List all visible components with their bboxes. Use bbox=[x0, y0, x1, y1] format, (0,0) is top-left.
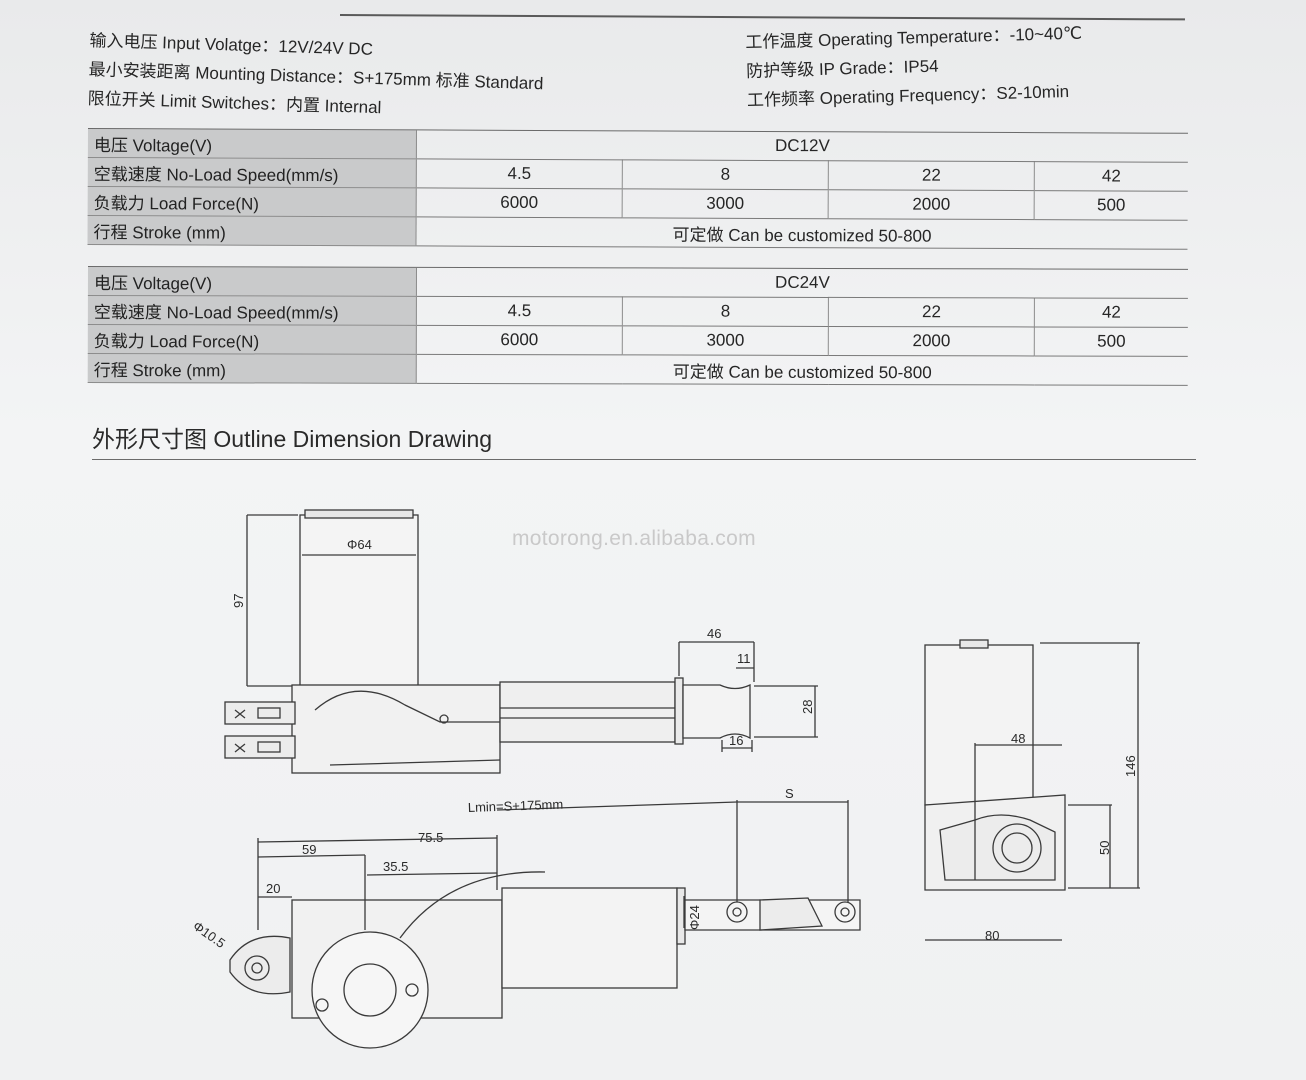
voltage-value: DC12V bbox=[416, 129, 1188, 163]
dim-35-5: 35.5 bbox=[383, 859, 408, 874]
outline-dimension-drawing: Φ64 97 46 11 28 16 Lmin=S+175mm S 59 75.… bbox=[190, 509, 1140, 1049]
voltage-value: DC24V bbox=[416, 267, 1188, 299]
table-cell: 2000 bbox=[828, 326, 1035, 356]
section-rule bbox=[92, 459, 1196, 460]
spec-value: IP54 bbox=[903, 56, 939, 77]
watermark: motorong.en.alibaba.com bbox=[512, 527, 756, 550]
row-label: 行程 Stroke (mm) bbox=[87, 353, 417, 384]
spec-label: 工作频率 Operating Frequency： bbox=[746, 84, 997, 110]
spec-value: -10~40℃ bbox=[1009, 23, 1083, 45]
stroke-value: 可定做 Can be customized 50-800 bbox=[416, 354, 1188, 386]
table-cell: 6000 bbox=[416, 325, 623, 355]
dim-20: 20 bbox=[266, 881, 280, 896]
table-cell: 500 bbox=[1034, 326, 1188, 357]
table-cell: 6000 bbox=[416, 187, 623, 218]
row-label: 电压 Voltage(V) bbox=[87, 128, 417, 159]
table-cell: 4.5 bbox=[416, 296, 623, 326]
actuator-bottom-view bbox=[229, 871, 861, 1049]
table-row: 电压 Voltage(V) DC24V bbox=[87, 266, 1188, 299]
dim-59: 59 bbox=[302, 842, 316, 857]
dim-stroke: S bbox=[785, 786, 794, 801]
spec-value: S+175mm 标准 Standard bbox=[352, 68, 544, 94]
table-row: 空载速度 No-Load Speed(mm/s) 4.5 8 22 42 bbox=[87, 157, 1188, 192]
table-row: 负载力 Load Force(N) 6000 3000 2000 500 bbox=[87, 186, 1188, 221]
row-label: 空载速度 No-Load Speed(mm/s) bbox=[87, 295, 417, 326]
dim-rod-tip: 11 bbox=[737, 651, 751, 666]
table-row: 行程 Stroke (mm) 可定做 Can be customized 50-… bbox=[87, 215, 1188, 250]
table-cell: 8 bbox=[622, 296, 829, 327]
table-cell: 3000 bbox=[622, 325, 829, 356]
dim-75-5: 75.5 bbox=[418, 830, 443, 845]
actuator-side-view bbox=[924, 639, 1066, 891]
table-cell: 2000 bbox=[828, 189, 1035, 220]
row-label: 空载速度 No-Load Speed(mm/s) bbox=[87, 157, 417, 188]
spec-label: 限位开关 Limit Switches： bbox=[87, 88, 287, 115]
table-cell: 500 bbox=[1034, 190, 1188, 221]
dim-rod-height: 28 bbox=[800, 700, 815, 714]
spec-table-dc24v: 电压 Voltage(V) DC24V 空载速度 No-Load Speed(m… bbox=[87, 266, 1188, 386]
table-row: 空载速度 No-Load Speed(mm/s) 4.5 8 22 42 bbox=[87, 295, 1188, 328]
dim-motor-diameter: Φ64 bbox=[347, 537, 372, 552]
dim-side-80: 80 bbox=[985, 928, 999, 943]
row-label: 负载力 Load Force(N) bbox=[87, 324, 417, 355]
spec-label: 防护等级 IP Grade： bbox=[745, 57, 904, 81]
section-title: 外形尺寸图 Outline Dimension Drawing bbox=[92, 426, 493, 452]
specs-left: 输入电压 Input Volatge：12V/24V DC 最小安装距离 Mou… bbox=[87, 26, 544, 127]
row-label: 行程 Stroke (mm) bbox=[87, 215, 417, 246]
table-cell: 3000 bbox=[622, 188, 829, 219]
dim-motor-height: 97 bbox=[231, 594, 246, 608]
dim-rod-length: 46 bbox=[707, 626, 721, 641]
spec-label: 工作温度 Operating Temperature： bbox=[745, 25, 1010, 52]
table-row: 负载力 Load Force(N) 6000 3000 2000 500 bbox=[87, 324, 1188, 357]
table-cell: 22 bbox=[828, 297, 1035, 327]
row-label: 电压 Voltage(V) bbox=[87, 266, 417, 297]
spec-label: 最小安装距离 Mounting Distance： bbox=[88, 59, 354, 88]
table-cell: 42 bbox=[1034, 297, 1188, 328]
table-cell: 8 bbox=[622, 159, 829, 190]
dim-tube-diameter: Φ24 bbox=[687, 905, 702, 930]
table-cell: 22 bbox=[828, 160, 1035, 191]
spec-label: 输入电压 Input Volatge： bbox=[89, 30, 279, 56]
dim-hole-diameter: Φ10.5 bbox=[190, 918, 228, 951]
spec-value: 12V/24V DC bbox=[278, 36, 374, 59]
stroke-value: 可定做 Can be customized 50-800 bbox=[415, 216, 1188, 250]
dim-side-146: 146 bbox=[1123, 755, 1138, 777]
spec-value: S2-10min bbox=[996, 81, 1070, 104]
dim-lmin: Lmin=S+175mm bbox=[468, 797, 564, 815]
dim-side-50: 50 bbox=[1097, 841, 1112, 855]
dim-rod-slot: 16 bbox=[729, 733, 743, 748]
specs-right: 工作温度 Operating Temperature：-10~40℃ 防护等级 … bbox=[745, 19, 1084, 115]
spec-table-dc12v: 电压 Voltage(V) DC12V 空载速度 No-Load Speed(m… bbox=[87, 128, 1188, 250]
spec-value: 内置 Internal bbox=[285, 95, 382, 118]
row-label: 负载力 Load Force(N) bbox=[87, 186, 417, 217]
table-row: 电压 Voltage(V) DC12V bbox=[87, 128, 1188, 163]
table-cell: 42 bbox=[1034, 161, 1188, 192]
dim-side-48: 48 bbox=[1011, 731, 1025, 746]
actuator-top-view bbox=[224, 509, 751, 774]
table-row: 行程 Stroke (mm) 可定做 Can be customized 50-… bbox=[87, 353, 1188, 386]
table-cell: 4.5 bbox=[416, 158, 623, 189]
